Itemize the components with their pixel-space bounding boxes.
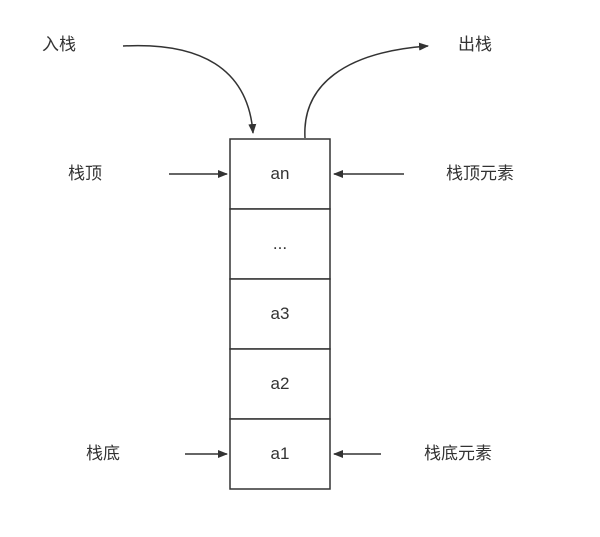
stack-cell-box xyxy=(229,418,331,490)
top-element-label: 栈顶元素 xyxy=(446,164,514,184)
stack-cell-box xyxy=(229,278,331,350)
pop-arrow xyxy=(304,42,429,139)
bottom-element-label: 栈底元素 xyxy=(424,444,492,464)
stack-cell-a1: a1 xyxy=(270,444,290,463)
stack-cell-box xyxy=(229,348,331,420)
push-arrow xyxy=(122,44,257,134)
stack-cell-an: an xyxy=(270,164,290,183)
stack-cell-box xyxy=(229,138,331,210)
stack-cell-box xyxy=(229,208,331,280)
stack-cell-a2: a2 xyxy=(270,374,290,393)
bottom-label: 栈底 xyxy=(86,444,120,464)
push-label: 入栈 xyxy=(42,35,76,55)
pop-label: 出栈 xyxy=(458,35,492,55)
stack-cell-ellipsis: ... xyxy=(272,234,288,253)
stack-cell-a3: a3 xyxy=(270,304,290,323)
top-label: 栈顶 xyxy=(68,164,102,184)
